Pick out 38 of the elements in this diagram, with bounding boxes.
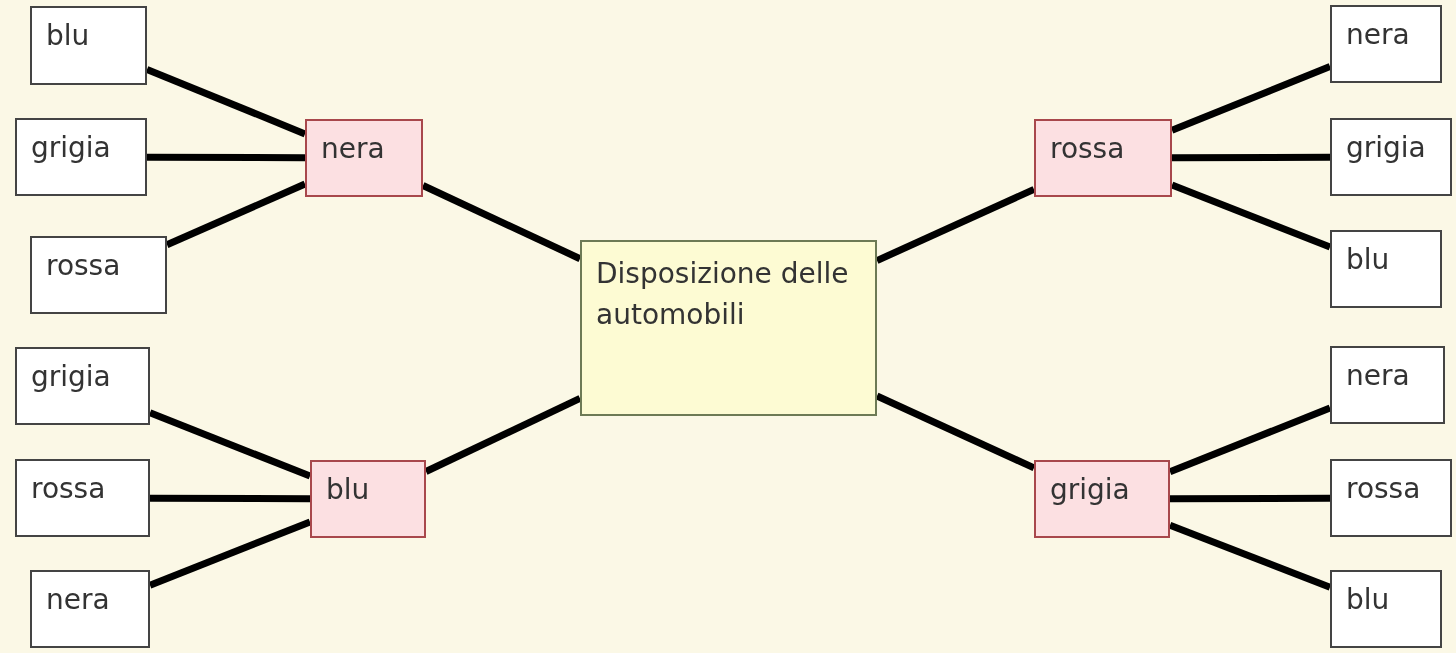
leaf-box bbox=[1330, 118, 1452, 196]
node-label: nera bbox=[1346, 17, 1411, 53]
node-label: blu bbox=[46, 18, 91, 54]
connector-line bbox=[1170, 494, 1330, 503]
node-label: rossa bbox=[1346, 471, 1422, 507]
leaf-box bbox=[1330, 5, 1442, 83]
category-box bbox=[310, 460, 426, 538]
node-label: blu bbox=[1346, 242, 1391, 278]
category-box bbox=[305, 119, 423, 197]
leaf-box bbox=[1330, 459, 1452, 537]
leaf-box bbox=[1330, 570, 1442, 648]
leaf-box bbox=[30, 6, 147, 85]
category-box bbox=[1034, 460, 1170, 538]
leaf-box bbox=[1330, 230, 1442, 308]
leaf-box bbox=[30, 570, 150, 648]
connector-line bbox=[1172, 153, 1330, 162]
node-label: Disposizione delle automobili bbox=[596, 256, 850, 333]
node-label: blu bbox=[1346, 582, 1391, 618]
node-label: rossa bbox=[1050, 131, 1126, 167]
node-label: blu bbox=[326, 472, 371, 508]
node-label: nera bbox=[46, 582, 111, 618]
node-label: grigia bbox=[1050, 472, 1131, 508]
connector-line bbox=[147, 153, 305, 162]
node-label: grigia bbox=[1346, 130, 1427, 166]
node-label: nera bbox=[321, 131, 386, 167]
node-label: nera bbox=[1346, 358, 1411, 394]
topic-box bbox=[580, 240, 877, 416]
node-label: grigia bbox=[31, 130, 112, 166]
node-label: rossa bbox=[46, 248, 122, 284]
node-label: rossa bbox=[31, 471, 107, 507]
leaf-box bbox=[15, 347, 150, 425]
connector-line bbox=[150, 494, 310, 503]
leaf-box bbox=[1330, 346, 1445, 424]
leaf-box bbox=[15, 459, 150, 537]
leaf-box bbox=[30, 236, 167, 314]
leaf-box bbox=[15, 118, 147, 196]
category-box bbox=[1034, 119, 1172, 197]
node-label: grigia bbox=[31, 359, 112, 395]
